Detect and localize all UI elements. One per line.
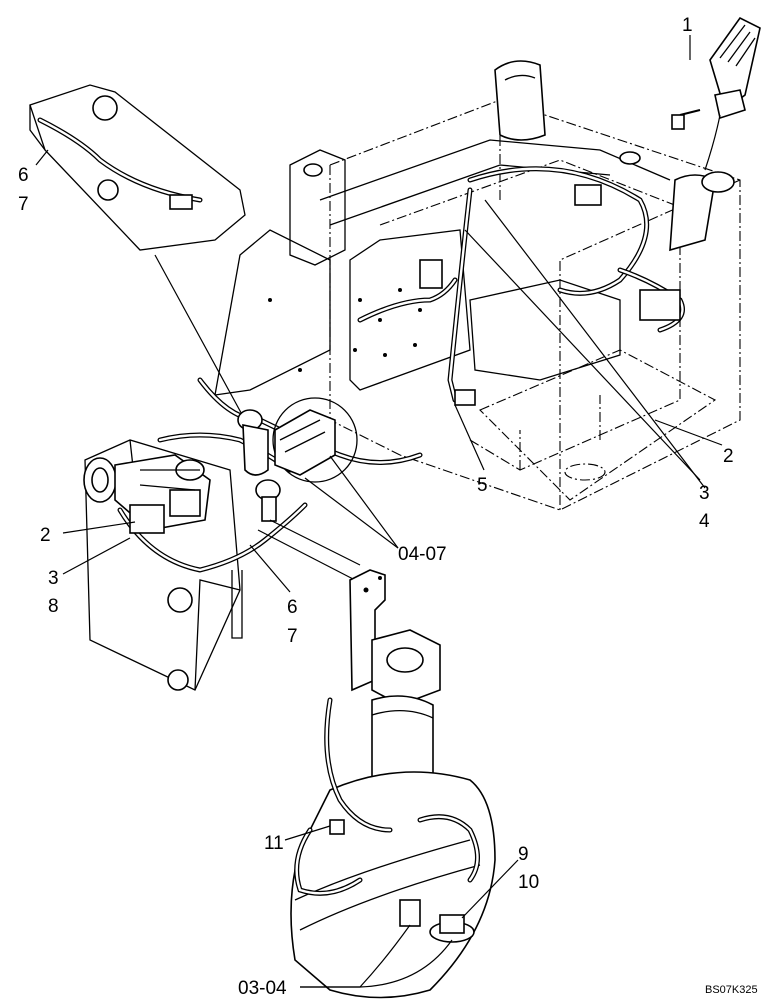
callout-4: 4 [699, 511, 710, 532]
callout-7: 7 [287, 626, 298, 647]
callout-04-07: 04-07 [398, 544, 447, 565]
callout-labels: 1 2 3 4 5 6 7 2 3 8 04-07 6 7 11 9 10 03… [18, 15, 758, 999]
callout-2: 2 [723, 446, 734, 467]
callout-6: 6 [18, 165, 29, 186]
centre-filter-and-controller [237, 397, 358, 522]
inset-top-left [29, 84, 246, 421]
callout-03-04: 03-04 [238, 978, 287, 999]
callout-3: 3 [699, 483, 710, 504]
callout-11: 11 [264, 833, 284, 854]
callout-1: 1 [682, 15, 693, 36]
callout-8: 8 [48, 596, 59, 617]
leader-lines [35, 35, 723, 988]
left-component-cluster [83, 454, 211, 534]
reference-code: BS07K325 [705, 984, 758, 996]
callout-6: 6 [287, 597, 298, 618]
chassis-frame [84, 60, 741, 691]
pedal-assembly [671, 16, 761, 171]
callout-2: 2 [40, 525, 51, 546]
enlarged-tank-view [257, 519, 496, 999]
callout-3: 3 [48, 568, 59, 589]
callout-10: 10 [518, 872, 539, 893]
callout-7: 7 [18, 194, 29, 215]
callout-5: 5 [477, 475, 488, 496]
callout-9: 9 [518, 844, 529, 865]
